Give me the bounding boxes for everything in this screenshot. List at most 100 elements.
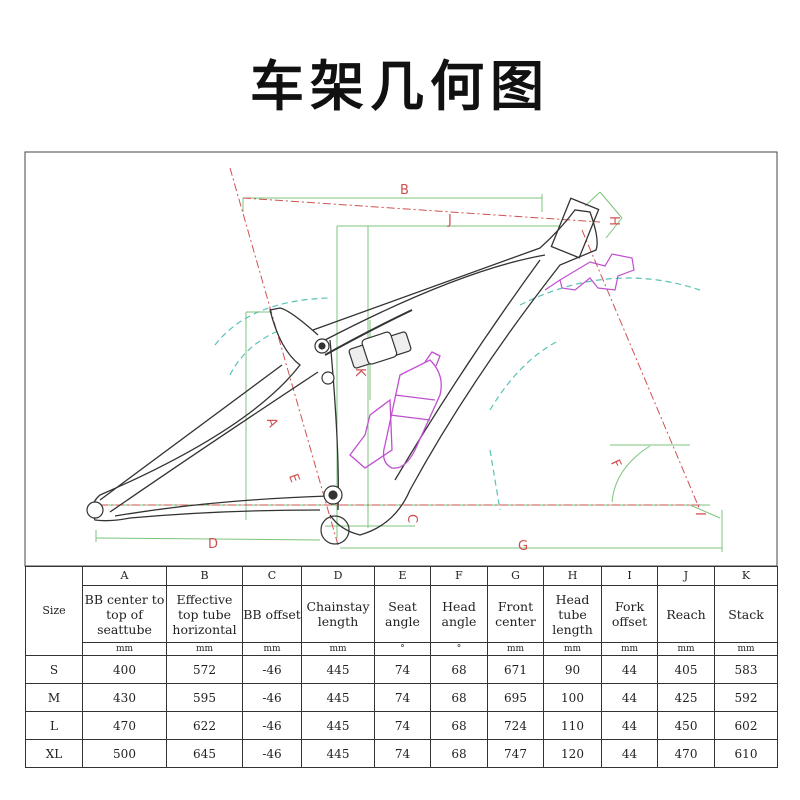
col-unit: mm [601,642,658,656]
label-j: J [447,213,452,228]
value-cell: 44 [601,683,658,712]
value-cell: 74 [374,711,431,740]
value-cell: 445 [301,739,375,768]
col-name: BB offset [242,585,302,643]
table-row: L 470 622 -46 445 74 68 724 110 44 450 6… [25,711,778,740]
label-c: C [404,514,419,523]
col-letter: E [374,566,431,586]
value-cell: 595 [166,683,243,712]
col-letter: A [82,566,167,586]
letter-header-row: Size A B C D E F G H I J K [25,566,778,656]
value-cell: 74 [374,739,431,768]
col-name: Chainstay length [301,585,375,643]
label-a: A [263,416,280,430]
col-name: Seat angle [374,585,431,643]
value-cell: 445 [301,655,375,684]
value-cell: 695 [487,683,544,712]
value-cell: 100 [543,683,602,712]
fork-crown [544,253,635,291]
front-wheel-arc [519,277,701,306]
frame-geometry-diagram: B J H K A E F C I D G [24,151,778,567]
rear-wheel-arc-inner [229,329,281,376]
value-cell: -46 [242,711,302,740]
col-name: Front center [487,585,544,643]
diagram-border [24,151,778,567]
label-f: F [607,457,624,470]
shock-absorber [86,331,412,545]
value-cell: 120 [543,739,602,768]
col-name: Head angle [430,585,488,643]
bottle-cage [349,398,393,469]
value-cell: 747 [487,739,544,768]
value-cell: 622 [166,711,243,740]
value-cell: 68 [430,683,488,712]
dim-h-line [599,191,623,219]
col-name: Head tube length [543,585,602,643]
value-cell: 500 [82,739,167,768]
name-header-row: BB center to top of seattube Effective t… [26,585,778,643]
col-unit: mm [166,642,243,656]
value-cell: -46 [242,655,302,684]
size-cell: L [25,711,83,740]
table-row: M 430 595 -46 445 74 68 695 100 44 425 5… [25,683,778,712]
head-tube [550,197,600,259]
geometry-table: Size A B C D E F G H I J K BB center to … [25,566,778,768]
value-cell: 430 [82,683,167,712]
col-unit: mm [242,642,302,656]
value-cell: 68 [430,739,488,768]
col-unit: mm [657,642,715,656]
col-unit: ° [374,642,431,656]
rear-wheel-arc [214,297,331,346]
value-cell: 400 [82,655,167,684]
col-letter: B [166,566,243,586]
value-cell: -46 [242,739,302,768]
front-triangle [312,209,598,536]
value-cell: 110 [543,711,602,740]
value-cell: 74 [374,655,431,684]
value-cell: 90 [543,655,602,684]
col-name: Stack [714,585,778,643]
value-cell: 74 [374,683,431,712]
col-letter: K [714,566,778,586]
rear-triangle [91,307,321,522]
size-cell: XL [25,739,83,768]
label-d: D [208,537,218,552]
seat-axis-line [229,167,339,546]
col-name: Reach [657,585,715,643]
value-cell: 68 [430,655,488,684]
unit-row: mm mm mm mm ° ° mm mm mm mm mm [26,642,778,656]
value-cell: 645 [166,739,243,768]
col-name: Fork offset [601,585,658,643]
label-i: I [692,512,707,516]
steering-axis-line [581,229,701,511]
value-cell: 445 [301,683,375,712]
value-cell: 572 [166,655,243,684]
col-unit: mm [714,642,778,656]
value-cell: 592 [714,683,778,712]
value-cell: 44 [601,655,658,684]
value-cell: 405 [657,655,715,684]
col-letter: I [601,566,658,586]
value-cell: 610 [714,739,778,768]
value-cell: 470 [657,739,715,768]
col-unit: ° [430,642,488,656]
col-unit: mm [301,642,375,656]
value-cell: 425 [657,683,715,712]
value-cell: 724 [487,711,544,740]
value-cell: 44 [601,739,658,768]
page-title: 车架几何图 [250,55,550,118]
label-h: H [606,216,621,226]
col-unit: mm [82,642,167,656]
dimension-lines [95,191,723,552]
label-e: E [285,472,302,485]
col-unit: mm [543,642,602,656]
value-cell: 450 [657,711,715,740]
col-letter: F [430,566,488,586]
front-wheel-arc-low [489,449,501,511]
value-cell: 671 [487,655,544,684]
front-wheel-arc-inner [489,339,561,411]
col-letter: C [242,566,302,586]
water-bottle [349,351,442,469]
value-cell: 602 [714,711,778,740]
size-header: Size [25,566,83,656]
